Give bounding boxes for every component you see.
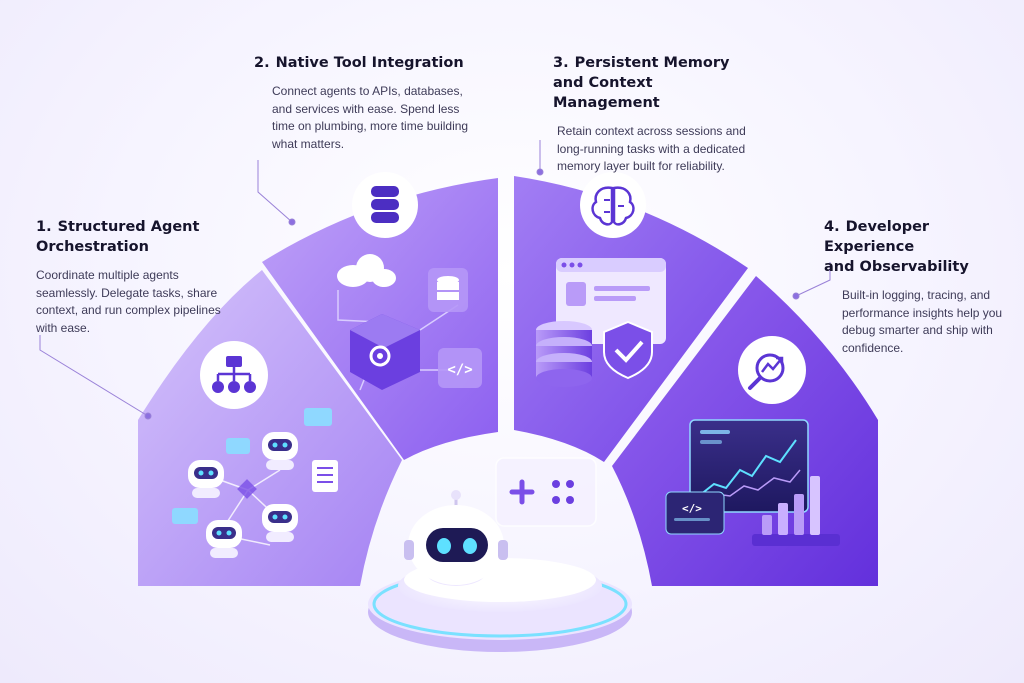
observability-illustration: </>: [665, 419, 840, 546]
section-4-number: 4.: [824, 219, 840, 235]
section-4-title-line2: and Observability: [824, 259, 969, 275]
section-3-description: Retain context across sessions and long-…: [557, 124, 746, 173]
section-1-title: 1. Structured Agent Orchestration: [36, 217, 236, 257]
section-3-info: 3. Persistent Memory and Context Manageme…: [553, 53, 763, 176]
database-stack-icon: [536, 321, 592, 387]
code-glyph-2: </>: [682, 502, 702, 515]
segment-1: [138, 270, 402, 586]
bar-chart-icon: [752, 476, 840, 546]
database-small-icon: [428, 268, 468, 312]
section-2-description: Connect agents to APIs, databases, and s…: [272, 84, 469, 151]
chat-bubble-icon: [172, 508, 198, 524]
robot-icon: [188, 460, 224, 498]
section-2-info: 2. Native Tool Integration Connect agents…: [254, 53, 484, 153]
section-1-info: 1. Structured Agent Orchestration Coordin…: [36, 217, 236, 337]
section-1-title-line1: Structured Agent: [57, 219, 200, 235]
robot-icon: [262, 504, 298, 542]
agents-network-illustration: [172, 408, 338, 558]
org-chart-icon: [200, 341, 268, 409]
memory-illustration: [536, 258, 666, 387]
chat-bubble-icon: [226, 438, 250, 454]
section-4-title-line1: Developer Experience: [824, 219, 930, 255]
brain-icon: [580, 172, 646, 238]
database-icon: [352, 172, 418, 238]
section-2-title: 2. Native Tool Integration: [254, 53, 484, 73]
section-2-number: 2.: [254, 55, 270, 71]
dashboard-screen: [689, 419, 809, 513]
section-3-title-line1: Persistent Memory: [574, 55, 730, 71]
code-glyph: </>: [447, 362, 472, 378]
ui-panel: [495, 457, 597, 527]
code-icon: </>: [438, 348, 482, 388]
section-3-number: 3.: [553, 55, 569, 71]
analytics-magnifier-icon: [738, 336, 806, 404]
section-3-title: 3. Persistent Memory and Context Manageme…: [553, 53, 763, 113]
robot-icon: [262, 432, 298, 470]
central-pedestal: [368, 558, 632, 652]
section-1-number: 1.: [36, 219, 52, 235]
section-3-title-line2: and Context Management: [553, 75, 660, 111]
code-card: </>: [665, 491, 725, 535]
cloud-icon: [337, 254, 396, 287]
section-4-title: 4.Developer Experience and Observability: [824, 217, 1004, 277]
leader-lines: [39, 140, 831, 420]
tool-integration-illustration: </>: [337, 254, 482, 391]
shield-check-icon: [603, 320, 653, 380]
section-1-description: Coordinate multiple agents seamlessly. D…: [36, 268, 221, 335]
section-4-info: 4.Developer Experience and Observability…: [824, 217, 1004, 357]
gear-cube-icon: [350, 314, 420, 390]
section-2-title-line1: Native Tool Integration: [275, 55, 464, 71]
robot-mascot: [404, 490, 508, 586]
section-1-title-line2: Orchestration: [36, 239, 149, 255]
chat-bubble-icon: [304, 408, 332, 426]
section-4-description: Built-in logging, tracing, and performan…: [842, 288, 1003, 355]
robot-icon: [206, 520, 242, 558]
